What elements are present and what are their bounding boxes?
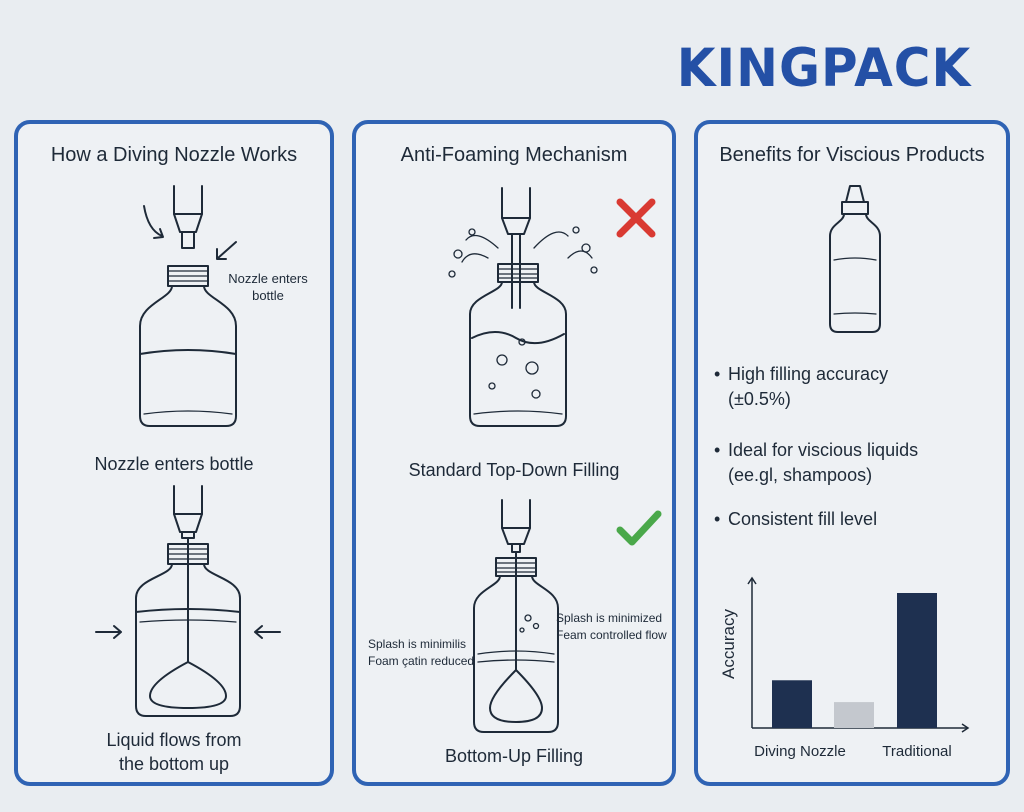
cross-icon <box>616 198 656 238</box>
bottom-up-filling-illustration <box>473 499 559 733</box>
panel-title-benefits: Benefits for Viscious Products <box>719 144 985 166</box>
note-splash-right: Splash is minimized Feam controlled flow <box>556 611 667 642</box>
panel-title-how: How a Diving Nozzle Works <box>50 144 298 166</box>
caption-bottom-up-filling: Bottom-Up Filling <box>444 746 584 766</box>
tick-label-3: Traditional <box>882 743 951 760</box>
caption-bottom-up-flow: Liquid flows from the bottom up <box>106 730 242 774</box>
bar-1 <box>772 680 812 728</box>
bar-2 <box>834 702 874 728</box>
note-nozzle-enters: Nozzle enters bottle <box>228 271 308 303</box>
benefit-item-viscous: •Ideal for viscious liquids (ee.gl, sham… <box>714 440 919 485</box>
x-axis-arrow <box>961 723 970 733</box>
top-down-filling-illustration <box>448 187 598 427</box>
benefit-item-consistent: •Consistent fill level <box>714 509 878 529</box>
dispenser-bottle-icon <box>829 185 881 333</box>
panel-benefits-viscous: Benefits for Viscious Products •High fil… <box>694 120 1010 786</box>
panel-title-foam: Anti-Foaming Mechanism <box>400 144 628 166</box>
benefit-item-accuracy: •High filling accuracy (±0.5%) <box>714 364 889 409</box>
chart-ylabel: Accuracy <box>719 609 738 679</box>
accuracy-bar-chart: Accuracy Diving Nozzle Traditional <box>719 576 970 760</box>
check-icon <box>616 510 662 546</box>
nozzle-enter-illustration <box>139 185 237 427</box>
kingpack-logo: KINGPACK <box>676 37 972 99</box>
caption-standard-top-down: Standard Top-Down Filling <box>408 460 620 480</box>
tick-label-1: Diving Nozzle <box>754 743 846 760</box>
bar-3 <box>897 593 937 728</box>
note-splash-left: Splash is minimilis Foam çatin reduced <box>368 637 475 668</box>
bottom-up-flow-illustration <box>95 485 281 717</box>
y-axis-arrow <box>747 576 757 585</box>
panel-how-diving-nozzle-works: How a Diving Nozzle Works Nozzle enters … <box>14 120 334 786</box>
caption-nozzle-enters: Nozzle enters bottle <box>94 454 254 474</box>
panel-anti-foaming-mechanism: Anti-Foaming Mechanism Standard Top-Down… <box>352 120 676 786</box>
